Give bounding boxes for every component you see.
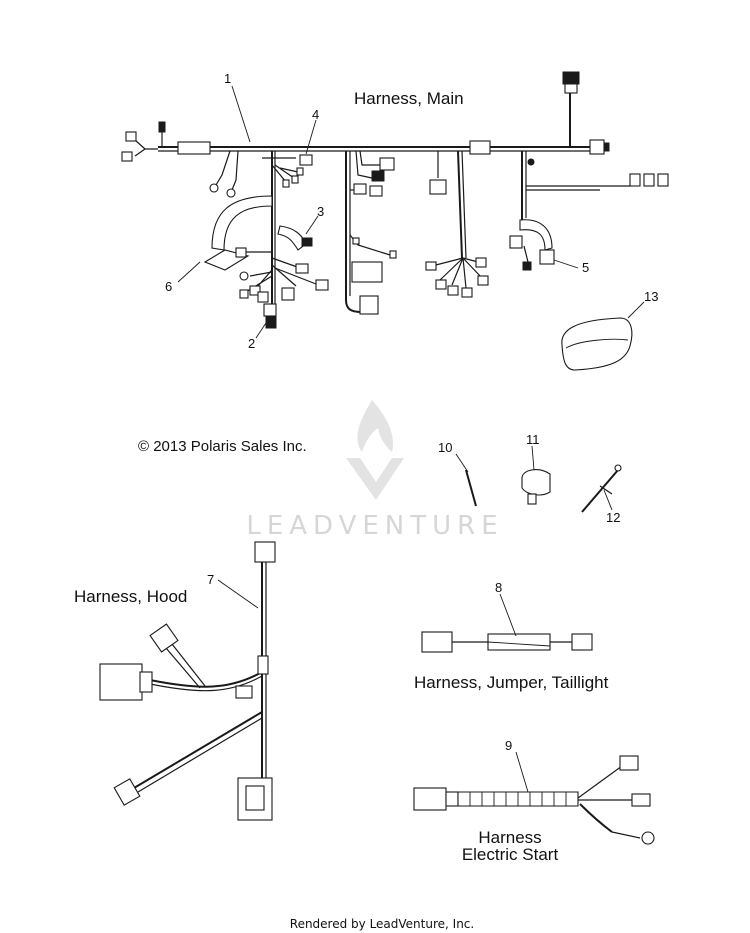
leadventure-watermark: LEADVENTURE bbox=[246, 400, 503, 541]
harness-electric-start-drawing bbox=[413, 751, 655, 845]
harness-main-drawing bbox=[121, 71, 669, 371]
harness-hood-title: Harness, Hood bbox=[74, 587, 187, 606]
callout-4: 4 bbox=[312, 107, 319, 122]
harness-electric-title-2: Electric Start bbox=[462, 845, 559, 864]
leader-lines-main bbox=[177, 85, 645, 339]
harness-jumper-title: Harness, Jumper, Taillight bbox=[414, 673, 609, 692]
callout-3: 3 bbox=[317, 204, 324, 219]
watermark-text: LEADVENTURE bbox=[246, 511, 503, 541]
callout-1: 1 bbox=[224, 71, 231, 86]
harness-main-title: Harness, Main bbox=[354, 89, 464, 108]
callout-12: 12 bbox=[606, 510, 620, 525]
harness-jumper-drawing bbox=[421, 593, 593, 653]
callout-7: 7 bbox=[207, 572, 214, 587]
callout-11: 11 bbox=[526, 432, 540, 447]
callout-9: 9 bbox=[505, 738, 512, 753]
callout-8: 8 bbox=[495, 580, 502, 595]
harness-hood-drawing bbox=[99, 541, 276, 821]
callout-5: 5 bbox=[582, 260, 589, 275]
fastener-parts bbox=[455, 445, 622, 513]
callout-2: 2 bbox=[248, 336, 255, 351]
callout-13: 13 bbox=[644, 289, 658, 304]
footer-rendered-by: Rendered by LeadVenture, Inc. bbox=[290, 917, 474, 931]
callout-6: 6 bbox=[165, 279, 172, 294]
callout-10: 10 bbox=[438, 440, 452, 455]
copyright-text: © 2013 Polaris Sales Inc. bbox=[138, 438, 307, 455]
harness-electric-title-1: Harness bbox=[478, 828, 541, 847]
